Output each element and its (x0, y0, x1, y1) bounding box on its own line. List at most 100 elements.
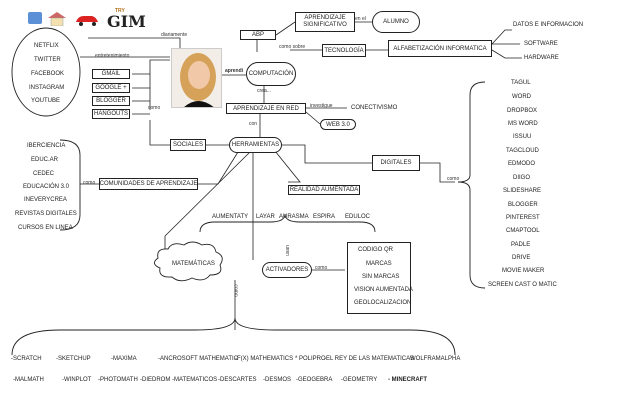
blogger-node[interactable]: BLOGGER (92, 96, 130, 106)
ar-app: EDULOC (345, 214, 371, 220)
herramientas-node[interactable]: HERRAMIENTAS (229, 137, 282, 153)
math-tool: -F(X) MATHEMATICS (235, 356, 294, 362)
list-item: SLIDESHARE (503, 188, 542, 194)
digitales-node[interactable]: DIGITALES (372, 155, 420, 171)
red-car-icon[interactable] (74, 13, 100, 26)
link-label-como-activadores: como (315, 265, 328, 271)
abp-node[interactable]: ABP (240, 30, 276, 40)
math-tool: -EL REY DE LAS MATEMATICAS (324, 356, 415, 362)
computacion-node[interactable]: COMPUTACIÓN (246, 62, 296, 86)
ar-app: ESPIRA (313, 214, 336, 220)
math-tool: -PHOTOMATH (98, 377, 138, 383)
list-item: GEOLOCALIZACION (354, 300, 412, 306)
ar-app: AURASMA (279, 214, 309, 220)
link-label-diariamente: diariamente (161, 32, 188, 38)
alumno-node[interactable]: ALUMNO (372, 11, 420, 33)
link-label-aprendi: aprendí (225, 68, 244, 74)
math-tool: -DESCARTES (218, 377, 257, 383)
list-item: TAGUL (511, 80, 531, 86)
list-item: DRIVE (512, 255, 531, 261)
comunidades-node[interactable]: COMUNIDADES DE APRENDIZAJE (99, 178, 198, 190)
math-tool: -WINPLOT (62, 377, 92, 383)
math-tool: -DIEDROM (140, 377, 171, 383)
realidad-aumentada-node[interactable]: REALIDAD AUMENTADA (288, 185, 360, 195)
list-item: INSTAGRAM (29, 85, 65, 91)
list-item: MS WORD (508, 121, 538, 127)
list-item: TWITTER (34, 57, 61, 63)
link-label-como-left: como (148, 105, 161, 111)
link-label-como-right: como (447, 176, 460, 182)
profile-photo (171, 48, 222, 108)
math-tool: -ANCROSOFT MATHEMATIC (158, 356, 238, 362)
link-label-investigue: investigue (310, 103, 333, 109)
link-label-entretenimiento: entretenimiento (95, 53, 130, 59)
math-tool: * POLIPRO (295, 356, 326, 362)
sociales-node[interactable]: SOCIALES (170, 139, 206, 151)
math-tool: -GEOMETRY (341, 377, 378, 383)
list-item: DROPBOX (507, 108, 538, 114)
gmail-node[interactable]: GMAIL (92, 69, 130, 79)
alfabetizacion-item: DATOS E INFORMACION (513, 22, 584, 28)
list-item: REVISTAS DIGITALES (15, 211, 77, 217)
google-plus-node[interactable]: GOOGLE + (92, 83, 130, 93)
math-tool: - MINECRAFT (388, 377, 427, 383)
link-label-como-comunidades: como (83, 180, 96, 186)
math-tool: -MAXIMA (111, 356, 137, 362)
list-item: PADLE (511, 242, 531, 248)
home-icon[interactable] (28, 12, 42, 24)
link-label-como-matematicas: como (232, 284, 239, 297)
list-item: FACEBOOK (31, 71, 65, 77)
activadores-node[interactable]: ACTIVADORES (262, 262, 312, 278)
list-item: WORD (512, 94, 531, 100)
list-item: YOUTUBE (31, 98, 61, 104)
link-label-con: con (249, 121, 258, 127)
list-item: MOVIE MAKER (502, 268, 545, 274)
list-item: ISSUU (513, 134, 532, 140)
math-tool: -MATEMATICOS (172, 377, 218, 383)
math-tool: -SCRATCH (11, 356, 42, 362)
list-item: DIIGO (513, 175, 531, 181)
aprendizaje-red-node[interactable]: APRENDIZAJE EN RED (226, 103, 306, 114)
list-item: EDUC.AR (31, 157, 59, 163)
math-tool: -SKETCHUP (56, 356, 91, 362)
link-label-crea: crea... (257, 88, 271, 94)
list-item: VISION AUMENTADA (354, 287, 413, 293)
list-item: PINTEREST (506, 215, 540, 221)
list-item: CEDEC (33, 171, 55, 177)
list-item: NETFLIX (34, 43, 59, 49)
list-item: MARCAS (366, 261, 392, 267)
math-tool: -GEOGEBRA (296, 377, 333, 383)
list-item: EDUCACIÓN 3.0 (23, 184, 70, 190)
conectivismo-node[interactable]: CONECTIVISMO (351, 105, 398, 111)
activators-box: CODIGO QR MARCAS SIN MARCAS VISION AUMEN… (347, 242, 413, 314)
hangouts-node[interactable]: HANGOUTS (92, 109, 130, 119)
alfabetizacion-item: HARDWARE (524, 55, 559, 61)
math-tool: -WOLFRAMALPHA (408, 356, 461, 362)
list-item: INEVERYCREA (24, 197, 67, 203)
list-item: IBERCIENCIA (27, 143, 66, 149)
list-item: CURSOS EN LINEA (18, 225, 73, 231)
list-item: EDMODO (508, 161, 535, 167)
list-item: CMAPTOOL (506, 228, 540, 234)
link-label-en-el: en el (355, 16, 366, 22)
ar-app: LAYAR (256, 214, 275, 220)
list-item: TAGCLOUD (506, 148, 539, 154)
alfabetizacion-node[interactable]: ALFABETIZACIÓN INFORMATICA (388, 40, 492, 57)
aprendizaje-significativo-node[interactable]: APRENDIZAJE SIGNIFICATIVO (295, 12, 355, 32)
math-tool: -MALMATH (13, 377, 44, 383)
tecnologia-node[interactable]: TECNOLOGÍA (322, 44, 366, 57)
list-item: CODIGO QR (358, 247, 394, 253)
logo-small-text: TRY (115, 8, 125, 14)
list-item: SIN MARCAS (362, 274, 400, 280)
matematicas-node[interactable]: MATEMÁTICAS (172, 261, 215, 267)
list-item: BLOGGER (508, 202, 538, 208)
math-tool: -DESMOS (263, 377, 292, 383)
house-icon[interactable] (48, 12, 66, 27)
ar-app: AUMENTATY (212, 214, 249, 220)
link-label-como-sobre: como sobre (279, 44, 306, 50)
alfabetizacion-item: SOFTWARE (524, 41, 558, 47)
list-item: SCREEN CAST O MATIC (488, 282, 557, 288)
logo-text: GIM (107, 12, 146, 31)
web30-node[interactable]: WEB 3.0 (320, 119, 356, 130)
